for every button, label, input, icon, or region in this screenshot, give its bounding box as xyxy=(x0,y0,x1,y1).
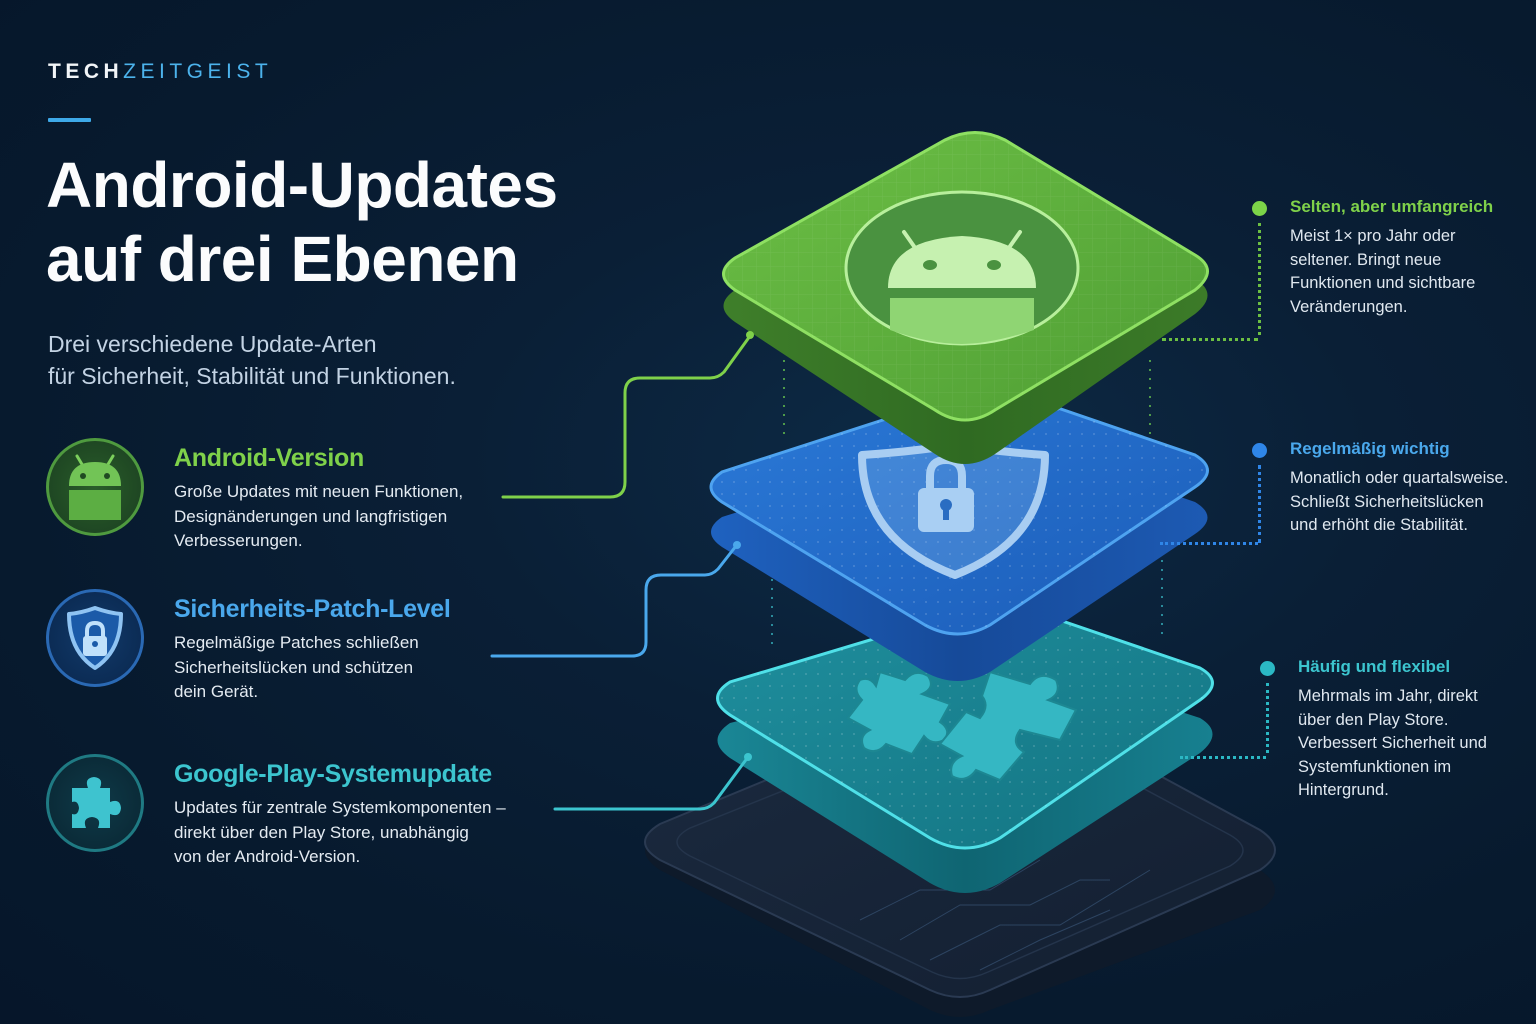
note-line: Systemfunktionen im xyxy=(1298,757,1452,776)
page-title: Android-Updates auf drei Ebenen xyxy=(46,148,558,296)
note-line: Hintergrund. xyxy=(1298,781,1389,799)
dotted-connector xyxy=(1160,542,1258,545)
connector-lines xyxy=(490,331,754,811)
android-robot-icon xyxy=(844,190,1080,346)
layer-blue-security xyxy=(709,386,1209,681)
brand-divider xyxy=(48,118,91,122)
card-heading: Android-Version xyxy=(174,444,364,472)
desc-line: Designänderungen und langfristigen xyxy=(174,506,448,526)
shield-lock-icon xyxy=(858,441,1049,579)
dotted-connector xyxy=(1258,465,1261,543)
desc-line: Verbesserungen. xyxy=(174,531,303,550)
note-description: Mehrmals im Jahr, direkt über den Play S… xyxy=(1298,685,1487,803)
brand-part-tech: TECH xyxy=(48,60,124,83)
bullet-dot-icon xyxy=(1252,443,1267,458)
subtitle-line-2: für Sicherheit, Stabilität und Funktione… xyxy=(48,363,456,389)
desc-line: Große Updates mit neuen Funktionen, xyxy=(174,482,464,501)
note-line: Meist 1× pro Jahr oder xyxy=(1290,227,1456,245)
card-description: Große Updates mit neuen Funktionen, Desi… xyxy=(174,480,463,554)
dotted-connector xyxy=(1258,223,1261,335)
puzzle-piece-icon xyxy=(46,754,144,852)
layer-green-android xyxy=(722,131,1209,464)
note-description: Meist 1× pro Jahr oder seltener. Bringt … xyxy=(1290,225,1475,319)
card-description: Regelmäßige Patches schließen Sicherheit… xyxy=(174,631,419,705)
android-robot-icon xyxy=(46,438,144,536)
dotted-connector xyxy=(1180,756,1266,759)
note-line: und erhöht die Stabilität. xyxy=(1290,516,1468,534)
dotted-connector xyxy=(1162,338,1258,341)
brand-part-zeitgeist: ZEITGEIST xyxy=(123,60,273,83)
puzzle-pieces-icon xyxy=(846,670,1078,782)
desc-line: von der Android-Version. xyxy=(174,847,361,866)
page-subtitle: Drei verschiedene Update-Arten für Siche… xyxy=(48,328,456,392)
bullet-dot-icon xyxy=(1252,201,1267,216)
desc-line: dein Gerät. xyxy=(174,682,259,701)
note-heading: Häufig und flexibel xyxy=(1298,657,1451,676)
note-line: Mehrmals im Jahr, direkt xyxy=(1298,687,1478,705)
layer-teal-play-system xyxy=(716,601,1214,893)
note-line: Veränderungen. xyxy=(1290,297,1408,316)
note-line: Monatlich oder quartalsweise. xyxy=(1290,469,1509,487)
title-line-2: auf drei Ebenen xyxy=(46,223,519,295)
card-heading: Sicherheits-Patch-Level xyxy=(174,595,451,623)
note-description: Monatlich oder quartalsweise. Schließt S… xyxy=(1290,467,1508,538)
note-line: Funktionen und sichtbare xyxy=(1290,274,1476,292)
note-line: Schließt Sicherheitslücken xyxy=(1290,492,1484,511)
shield-lock-icon xyxy=(46,589,144,687)
card-description: Updates für zentrale Systemkomponenten –… xyxy=(174,796,506,870)
desc-line: Updates für zentrale Systemkomponenten – xyxy=(174,798,506,817)
note-line: seltener. Bringt neue xyxy=(1290,250,1442,269)
note-line: über den Play Store. xyxy=(1298,710,1449,729)
desc-line: Sicherheitslücken und schützen xyxy=(174,657,414,677)
bullet-dot-icon xyxy=(1260,661,1275,676)
title-line-1: Android-Updates xyxy=(46,149,558,221)
brand-logo: TECHZEITGEIST xyxy=(48,60,272,84)
dotted-connector xyxy=(1266,683,1269,753)
desc-line: direkt über den Play Store, unabhängig xyxy=(174,822,469,842)
note-heading: Selten, aber umfangreich xyxy=(1290,197,1494,216)
desc-line: Regelmäßige Patches schließen xyxy=(174,633,419,652)
card-heading: Google-Play-Systemupdate xyxy=(174,760,492,788)
note-line: Verbessert Sicherheit und xyxy=(1298,734,1487,752)
note-heading: Regelmäßig wichtig xyxy=(1290,439,1450,458)
subtitle-line-1: Drei verschiedene Update-Arten xyxy=(48,331,377,357)
